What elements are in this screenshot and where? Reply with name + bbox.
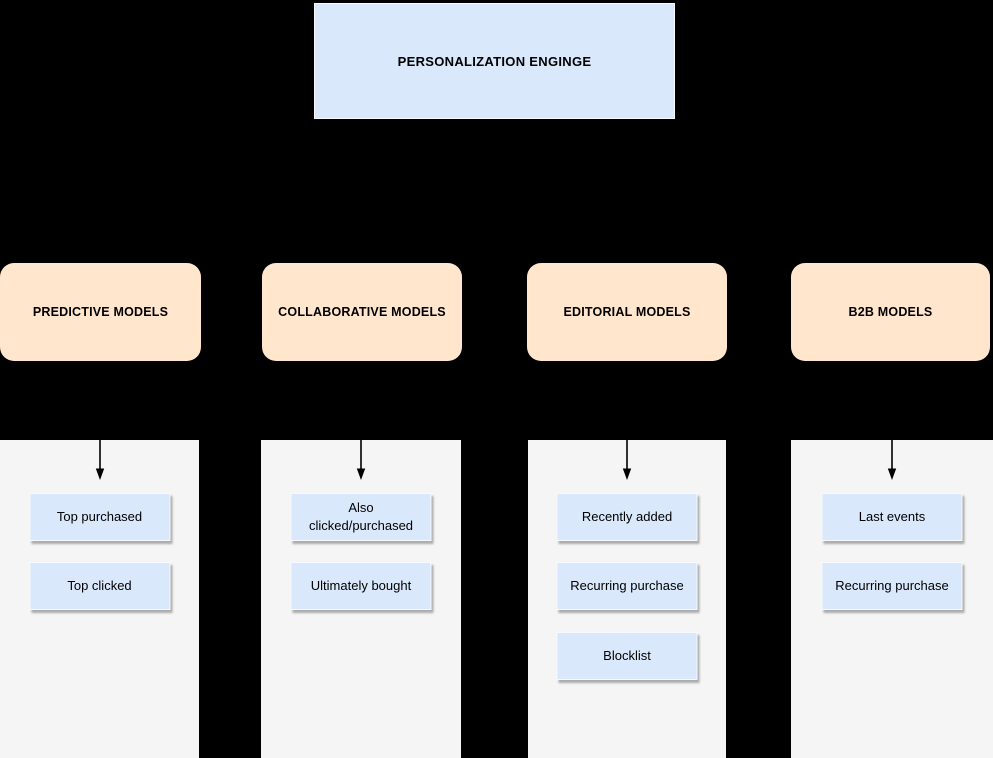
node-top-purchased: Top purchased xyxy=(29,493,170,541)
panel-editorial-models: Recently added Recurring purchase Blockl… xyxy=(528,440,726,758)
root-node-label: PERSONALIZATION ENGINGE xyxy=(397,53,592,69)
node-blocklist: Blocklist xyxy=(556,632,698,680)
node-b2b-models: B2B MODELS xyxy=(791,263,990,361)
node-last-events: Last events xyxy=(821,493,963,541)
node-also-clicked-purchased: Also clicked/purchased xyxy=(290,493,432,541)
arrow-down-icon xyxy=(622,440,632,480)
item-label: Recently added xyxy=(581,509,673,525)
item-label: Top purchased xyxy=(56,509,143,525)
item-label: Top clicked xyxy=(67,578,132,594)
arrow-down-icon xyxy=(356,440,366,480)
item-label: Last events xyxy=(858,509,926,525)
panel-b2b-models: Last events Recurring purchase xyxy=(791,440,993,758)
item-label: Also clicked/purchased xyxy=(308,500,414,533)
node-collaborative-models: COLLABORATIVE MODELS xyxy=(262,263,462,361)
node-ultimately-bought: Ultimately bought xyxy=(290,562,432,610)
item-label: Ultimately bought xyxy=(310,578,412,594)
node-recently-added: Recently added xyxy=(556,493,698,541)
category-label: B2B MODELS xyxy=(848,305,933,319)
node-predictive-models: PREDICTIVE MODELS xyxy=(0,263,201,361)
node-editorial-models: EDITORIAL MODELS xyxy=(527,263,727,361)
node-top-clicked: Top clicked xyxy=(29,562,170,610)
node-recurring-purchase: Recurring purchase xyxy=(556,562,698,610)
node-recurring-purchase-b2b: Recurring purchase xyxy=(821,562,963,610)
category-label: PREDICTIVE MODELS xyxy=(32,305,169,319)
category-label: EDITORIAL MODELS xyxy=(563,305,691,319)
arrow-down-icon xyxy=(887,440,897,480)
arrow-down-icon xyxy=(95,440,104,480)
panel-collaborative-models: Also clicked/purchased Ultimately bought xyxy=(261,440,461,758)
item-label: Recurring purchase xyxy=(570,578,684,594)
item-label: Recurring purchase xyxy=(835,578,949,594)
node-personalization-engine: PERSONALIZATION ENGINGE xyxy=(314,3,675,119)
panel-predictive-models: Top purchased Top clicked xyxy=(0,440,199,758)
category-label: COLLABORATIVE MODELS xyxy=(278,305,446,319)
item-label: Blocklist xyxy=(603,648,651,664)
